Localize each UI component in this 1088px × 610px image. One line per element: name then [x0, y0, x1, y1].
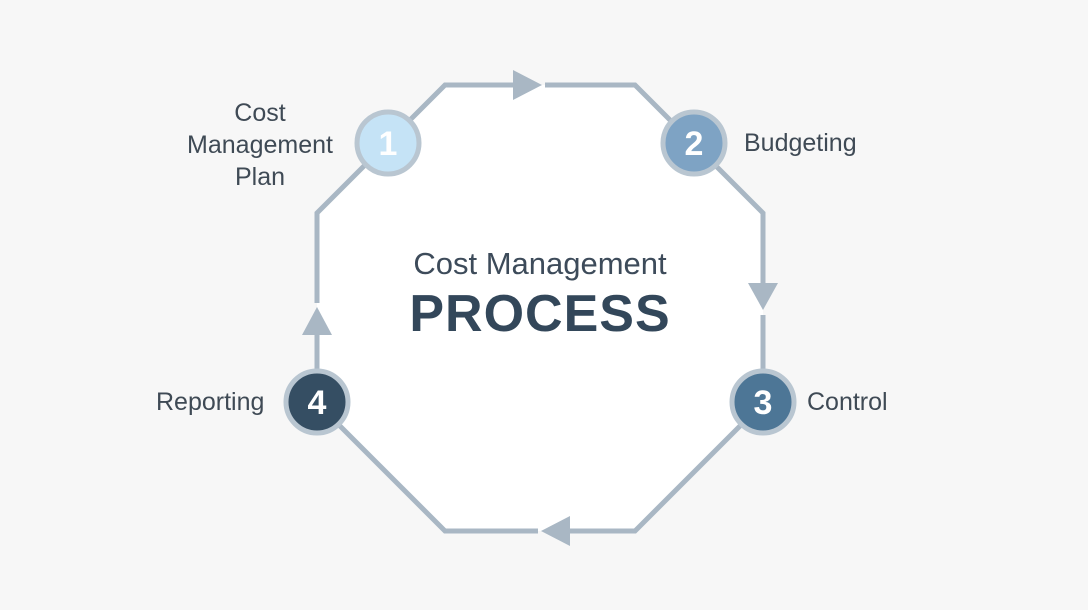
diagram-subtitle: Cost Management [413, 246, 667, 281]
step-1-circle [354, 109, 422, 177]
arrow-up-icon [302, 307, 332, 335]
connector-segment-2-to-3 [698, 148, 766, 285]
step-4-label: Reporting [156, 386, 264, 418]
connector-segment-3-to-4 [568, 419, 747, 534]
step-3-label-line-1: Control [807, 388, 888, 416]
step-3-circle [729, 368, 797, 436]
step-3-label: Control [807, 386, 888, 418]
cycle-connector [314, 82, 766, 534]
step-2-number: 2 [685, 125, 704, 163]
arrow-down-icon [748, 283, 778, 310]
step-1-label: Cost Management Plan [170, 97, 350, 193]
connector-segment-left-upper [314, 155, 375, 303]
step-4-node: 4 [283, 368, 351, 436]
step-2-circle [660, 109, 728, 177]
step-2-label-line-1: Budgeting [744, 129, 857, 157]
step-1-node: 1 [354, 109, 422, 177]
step-1-label-line-2: Management [187, 131, 333, 159]
arrow-right-icon [513, 70, 542, 100]
step-4-circle [283, 368, 351, 436]
step-4-label-line-1: Reporting [156, 388, 265, 416]
diagram-title: PROCESS [409, 285, 671, 343]
step-2-label: Budgeting [744, 127, 857, 159]
step-1-label-line-1: Cost [234, 99, 286, 127]
step-3-node: 3 [729, 368, 797, 436]
step-2-node: 2 [660, 109, 728, 177]
step-1-number: 1 [379, 125, 398, 163]
arrow-left-icon [541, 516, 570, 546]
connector-segment-bottom-left [333, 419, 538, 534]
octagon-background [317, 85, 763, 531]
step-3-number: 3 [754, 384, 773, 422]
step-1-label-line-3: Plan [234, 163, 286, 191]
step-4-number: 4 [308, 384, 327, 422]
